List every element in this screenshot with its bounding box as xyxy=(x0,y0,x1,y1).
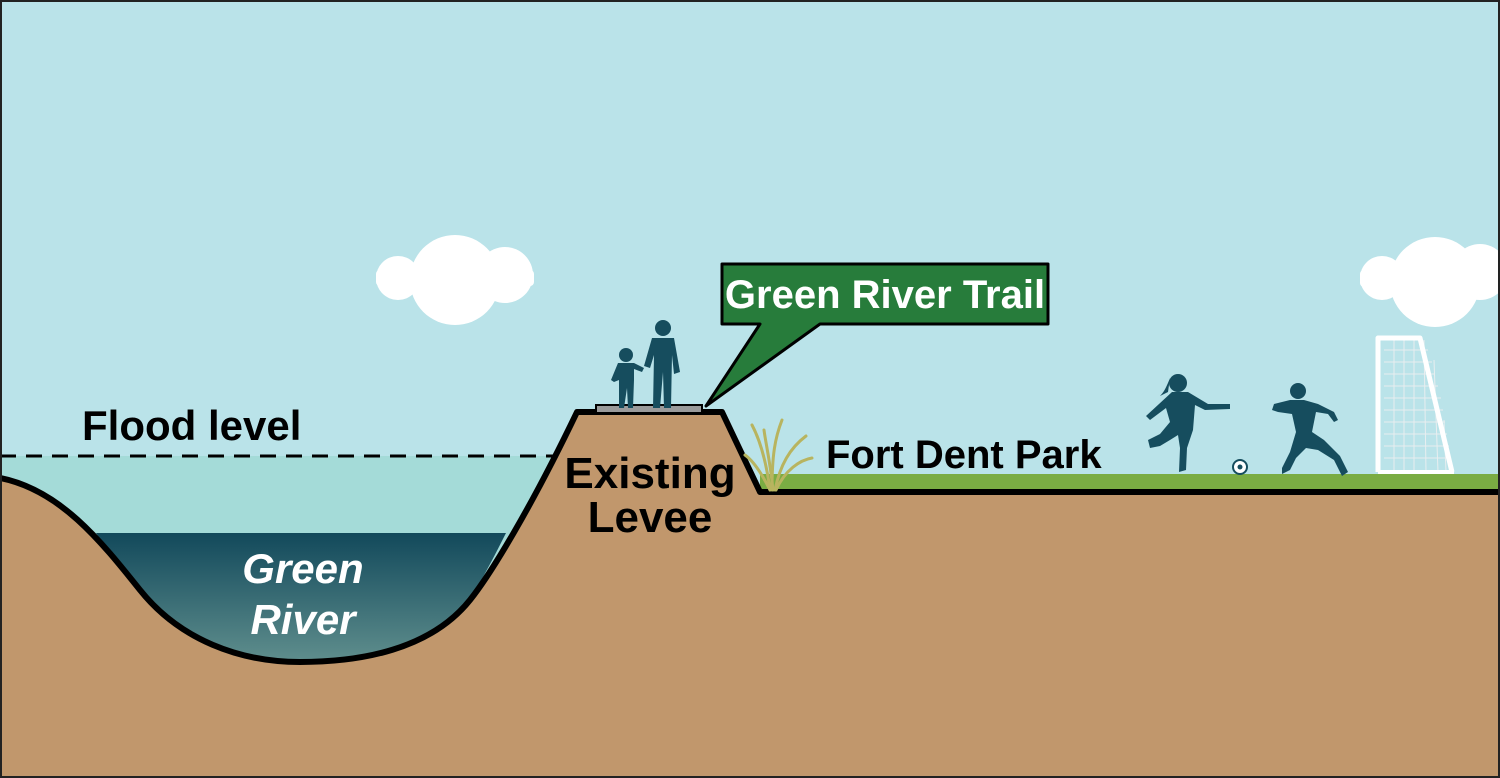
cloud-icon xyxy=(376,235,534,325)
soccer-goal-icon xyxy=(1375,335,1455,474)
trail-path-surface xyxy=(595,404,703,414)
soccer-player-icon xyxy=(1146,374,1230,472)
park-label: Fort Dent Park xyxy=(826,433,1102,477)
flood-level-label: Flood level xyxy=(82,402,301,449)
cloud-icon xyxy=(1360,237,1500,327)
river-label-line1: Green xyxy=(242,545,363,592)
ground-earth xyxy=(0,412,1500,778)
park-grass-strip xyxy=(760,474,1500,490)
trail-callout: Green River Trail xyxy=(704,262,1050,408)
river-label-line2: River xyxy=(250,596,358,643)
trail-label: Green River Trail xyxy=(725,273,1045,317)
green-river-water xyxy=(96,533,506,662)
levee-label-line2: Levee xyxy=(588,493,713,542)
adult-and-child-walking-icon xyxy=(611,320,680,408)
levee-label-line1: Existing xyxy=(564,449,735,498)
ground-outline xyxy=(0,409,1500,665)
soccer-ball-icon xyxy=(1232,459,1248,475)
soccer-player-icon xyxy=(1272,383,1348,476)
grass-reeds-icon xyxy=(743,418,814,492)
